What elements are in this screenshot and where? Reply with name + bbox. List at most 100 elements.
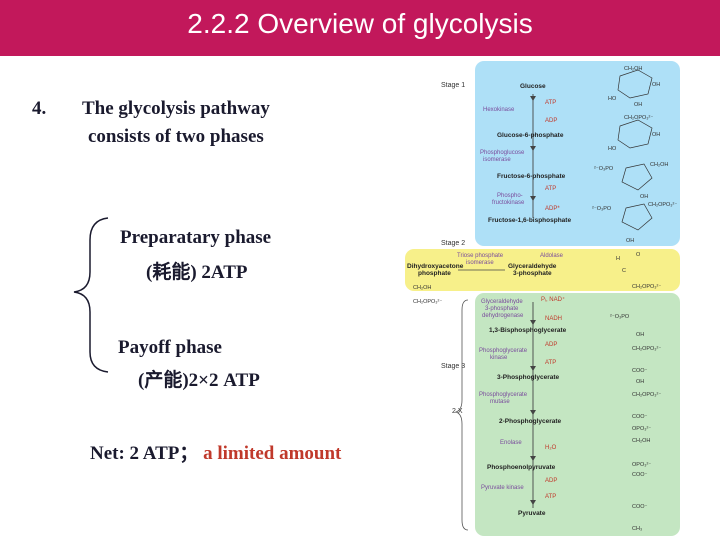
struct-label: OH — [634, 102, 642, 108]
cofactor-nadh: NADH — [545, 316, 562, 322]
enzyme-pgm-2: mutase — [490, 399, 510, 405]
struct-label: CH₂OPO₃²⁻ — [632, 284, 661, 290]
stage3-label: Stage 3 — [441, 363, 465, 370]
cofactor-atp: ATP — [545, 100, 556, 106]
compound-gap-2: 3-phosphate — [513, 270, 552, 277]
cofactor-adp: ADP — [545, 342, 557, 348]
struct-label: CH₂OPO₃²⁻ — [632, 346, 661, 352]
struct-label: OH — [626, 238, 634, 244]
enzyme-pgm-1: Phosphoglycerate — [479, 392, 528, 398]
compound-glucose: Glucose — [520, 83, 546, 90]
struct-label: HO — [608, 146, 617, 152]
payoff-phase-label: Payoff phase — [118, 337, 222, 358]
enzyme-gapdh-2: 3-phosphate — [485, 306, 519, 312]
stage2-label: Stage 2 — [441, 240, 465, 247]
arrow-head — [530, 410, 536, 415]
arrow-head — [530, 146, 536, 151]
item-number: 4. — [32, 98, 47, 119]
compound-pep: Phosphoenolpyruvate — [487, 464, 556, 471]
compound-dhap-2: phosphate — [418, 270, 451, 277]
cofactor-pi-nad: Pᵢ, NAD⁺ — [541, 296, 565, 303]
enzyme-pfk-2: fructokinase — [492, 200, 525, 206]
compound-2pg: 2-Phosphoglycerate — [499, 418, 562, 425]
cofactor-adp: ADP — [545, 118, 557, 124]
enzyme-tpi-2: isomerase — [466, 260, 494, 266]
compound-f6p: Fructose-6-phosphate — [497, 173, 566, 180]
compound-g6p: Glucose-6-phosphate — [497, 132, 564, 139]
struct-label: OH — [652, 82, 660, 88]
struct-label: CH₂OPO₃²⁻ — [624, 115, 653, 121]
struct-label: OPO₃²⁻ — [632, 462, 651, 468]
struct-label: OH — [652, 132, 660, 138]
struct-label: COO⁻ — [632, 472, 648, 478]
payoff-phase-atp: (产能)2×2 ATP — [138, 370, 260, 391]
stage3-bracket — [454, 299, 469, 531]
enzyme-pfk-1: Phospho- — [497, 193, 523, 199]
net-prefix: Net: 2 ATP； — [90, 443, 199, 464]
struct-label: O — [636, 252, 641, 258]
phase-bracket — [73, 217, 109, 373]
struct-label: ²⁻O₃PO — [594, 166, 614, 172]
struct-label: COO⁻ — [632, 504, 648, 510]
cofactor-atp: ATP — [545, 360, 556, 366]
enzyme-aldolase: Aldolase — [540, 253, 564, 259]
struct-label: OH — [636, 332, 644, 338]
struct-label: CH₂OH — [624, 66, 642, 72]
struct-label: HO — [608, 96, 617, 102]
prep-phase-label: Preparatary phase — [120, 227, 272, 248]
cofactor-adp: ADP — [545, 478, 557, 484]
cofactor-adp-plus: ADP* — [545, 206, 560, 212]
enzyme-gapdh-1: Glyceraldehyde — [481, 299, 523, 305]
heading-line-2: consists of two phases — [88, 126, 264, 147]
arrow-head — [530, 366, 536, 371]
struct-label: CH₂OH — [413, 285, 431, 291]
struct-label: CH₂OPO₃²⁻ — [632, 392, 661, 398]
glucose-ring — [617, 69, 653, 99]
f6p-ring — [621, 163, 653, 191]
struct-label: COO⁻ — [632, 368, 648, 374]
g6p-ring — [617, 119, 653, 149]
struct-label: CH₂OPO₃²⁻ — [648, 202, 677, 208]
compound-bpg: 1,3-Bisphosphoglycerate — [489, 327, 567, 334]
stage3-panel — [475, 293, 680, 536]
struct-label: CH₂OPO₃²⁻ — [413, 299, 442, 305]
enzyme-pgk-1: Phosphoglycerate — [479, 348, 528, 354]
cofactor-h2o: H₂O — [545, 445, 557, 451]
struct-label: COO⁻ — [632, 414, 648, 420]
net-accent: a limited amount — [203, 443, 342, 464]
enzyme-gapdh-3: dehydrogenase — [482, 313, 524, 319]
slide-title: 2.2.2 Overview of glycolysis — [187, 8, 533, 39]
arrow-head — [530, 196, 536, 201]
struct-label: ²⁻O₃PO — [592, 206, 612, 212]
struct-label: C — [622, 268, 626, 274]
title-bar — [0, 0, 720, 56]
struct-label: CH₂OH — [632, 438, 650, 444]
arrow-head — [530, 500, 536, 505]
f16bp-ring — [621, 203, 653, 231]
prep-phase-atp: (耗能) 2ATP — [146, 262, 248, 283]
compound-gap-1: Glyceraldehyde — [508, 263, 557, 270]
arrow-head — [530, 96, 536, 101]
compound-pyruvate: Pyruvate — [518, 510, 546, 517]
arrow-head — [530, 320, 536, 325]
net-summary: Net: 2 ATP； a limited amount — [90, 441, 341, 467]
enzyme-pk: Pyruvate kinase — [481, 485, 524, 491]
arrow-head — [530, 456, 536, 461]
heading-line-1: The glycolysis pathway — [82, 98, 270, 119]
compound-dhap-1: Dihydroxyacetone — [407, 263, 464, 270]
enzyme-tpi-1: Triose phosphate — [457, 253, 504, 259]
struct-label: CH₂OH — [650, 162, 668, 168]
compound-3pg: 3-Phosphoglycerate — [497, 374, 560, 381]
struct-label: CH₃ — [632, 526, 642, 532]
struct-label: OH — [640, 194, 648, 200]
struct-label: OH — [636, 379, 644, 385]
struct-label: OPO₃²⁻ — [632, 426, 651, 432]
enzyme-pgi-2: isomerase — [483, 157, 511, 163]
stage2-panel — [405, 249, 680, 291]
struct-label: ²⁻O₃PO — [610, 314, 630, 320]
enzyme-enolase: Enolase — [500, 440, 522, 446]
stage1-label: Stage 1 — [441, 82, 465, 89]
enzyme-hexokinase: Hexokinase — [483, 107, 515, 113]
enzyme-pgi-1: Phosphoglucose — [480, 150, 525, 156]
